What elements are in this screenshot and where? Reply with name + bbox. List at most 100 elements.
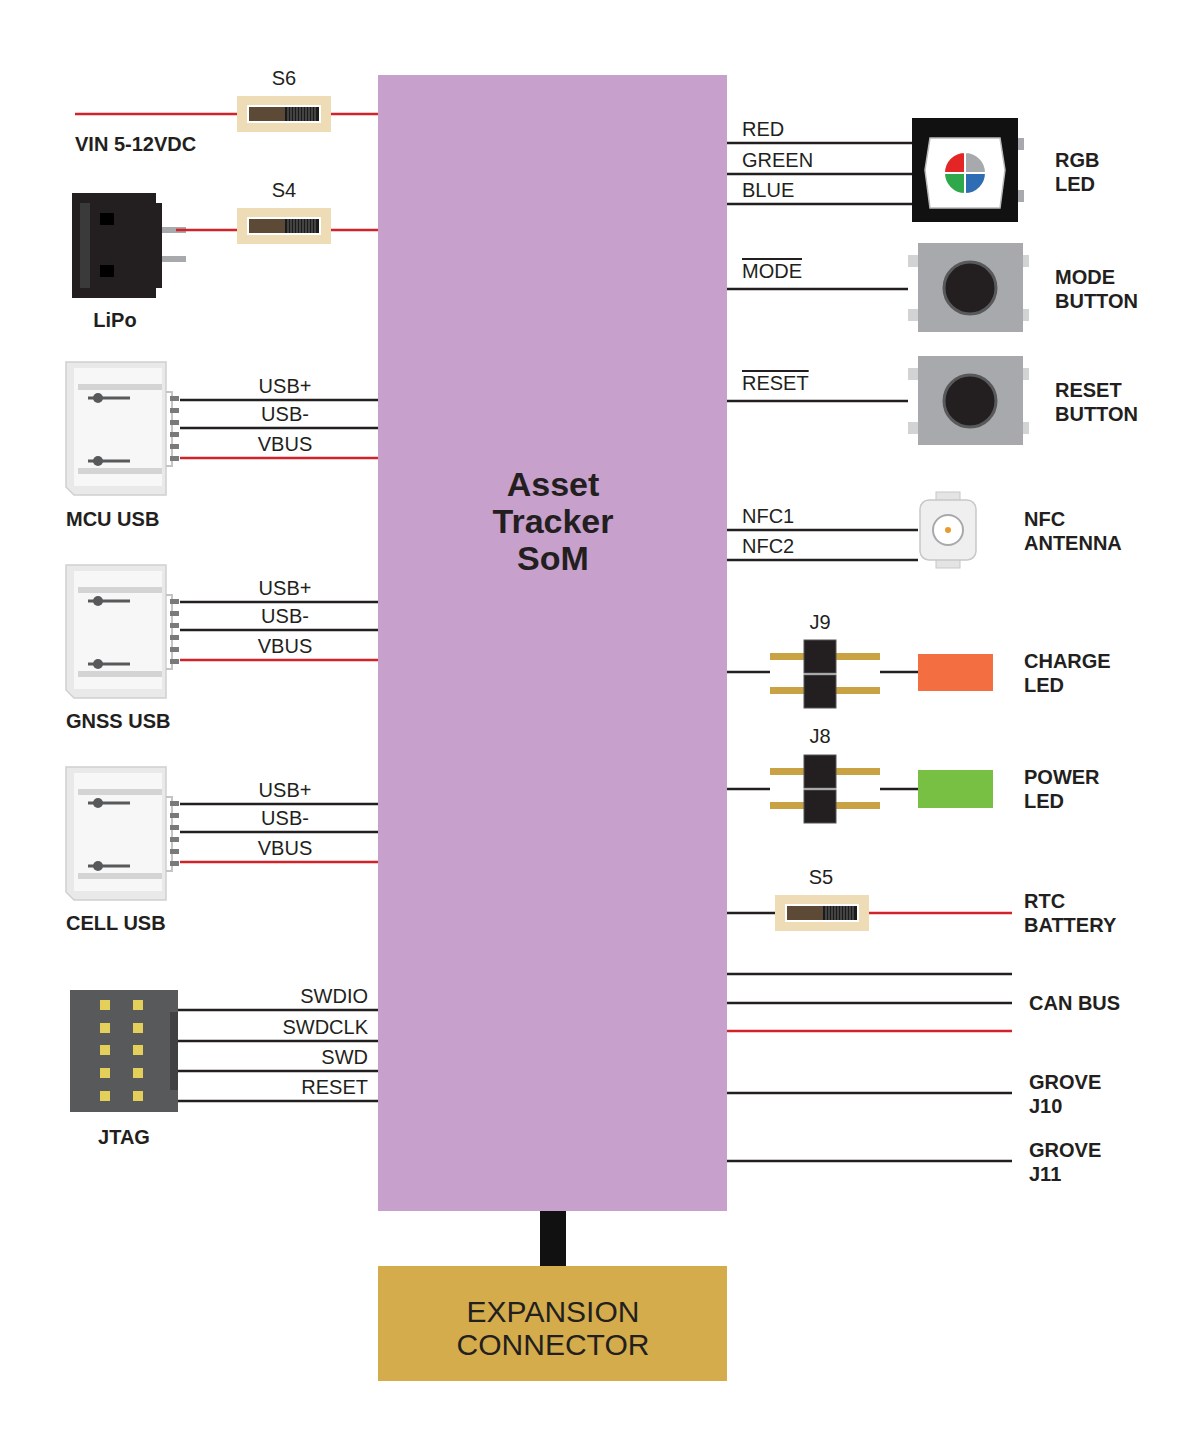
jumper-symbol <box>770 640 880 708</box>
signal-name: USB+ <box>259 375 312 397</box>
wire <box>178 1040 378 1043</box>
port-label: RTC BATTERY <box>1024 889 1116 937</box>
bus-wire <box>727 973 1012 976</box>
signal-name: USB- <box>261 403 309 425</box>
signal-name: SWDIO <box>300 985 368 1007</box>
input-label: VIN 5-12VDC <box>75 132 196 156</box>
antenna-connector: NFC ANTENNA <box>918 492 978 568</box>
signal-name: NFC1 <box>742 505 794 527</box>
component-label: CHARGE LED <box>1024 649 1111 697</box>
push-button: RESET BUTTON <box>908 356 1023 445</box>
expansion-connector: EXPANSION CONNECTOR <box>378 1266 727 1381</box>
slide-switch <box>775 895 869 931</box>
wire <box>180 427 378 430</box>
signal-name: USB- <box>261 807 309 829</box>
wire <box>180 803 378 806</box>
slide-switch: S5 <box>775 895 869 931</box>
component-label: POWER LED <box>1024 765 1100 813</box>
power-wire <box>869 912 1012 915</box>
signal-name: USB+ <box>259 577 312 599</box>
component-label: S4 <box>272 178 296 202</box>
signal-name: NFC2 <box>742 535 794 557</box>
wire <box>727 529 918 532</box>
port-label: GROVE J11 <box>1029 1138 1101 1186</box>
component-label: RGB LED <box>1055 148 1099 196</box>
box-title: EXPANSION CONNECTOR <box>457 1295 650 1361</box>
wire <box>331 229 378 232</box>
component-label: S5 <box>809 865 833 889</box>
signal-name: RESET <box>742 372 809 394</box>
signal-name: USB- <box>261 605 309 627</box>
grove-wire <box>727 1160 1012 1163</box>
antenna-connector <box>920 492 976 568</box>
grove-wire <box>727 1092 1012 1095</box>
connector-stem <box>540 1211 566 1266</box>
jtag-header <box>70 990 178 1112</box>
component-label: LiPo <box>93 308 136 332</box>
jtag-header: JTAG <box>70 990 178 1112</box>
rgb-led-symbol <box>912 118 1024 222</box>
wire <box>727 912 775 915</box>
power-wire <box>75 113 237 116</box>
bus-wire <box>727 1030 1012 1033</box>
slide-switch: S4 <box>237 208 331 244</box>
signal-name: MODE <box>742 260 802 282</box>
wire <box>880 788 918 791</box>
signal-name: USB+ <box>259 779 312 801</box>
battery-connector: LiPo <box>72 193 176 298</box>
signal-name: SWD <box>321 1046 368 1068</box>
jumper: J8 <box>770 755 880 823</box>
usb-connector <box>66 565 179 698</box>
wire <box>180 457 378 460</box>
rgb-led: RGB LED <box>912 118 1018 222</box>
component-label: J8 <box>809 724 830 748</box>
wire <box>178 1100 378 1103</box>
wire <box>178 1009 378 1012</box>
signal-name: SWDCLK <box>282 1016 368 1038</box>
signal-name: RESET <box>301 1076 368 1098</box>
component-label: JTAG <box>98 1125 150 1149</box>
jumper: J9 <box>770 640 880 708</box>
wire <box>727 142 912 145</box>
component-label: GNSS USB <box>66 709 170 733</box>
module-box: Asset Tracker SoM <box>378 75 727 1211</box>
wire <box>180 601 378 604</box>
button-symbol <box>908 356 1029 445</box>
wire <box>727 173 912 176</box>
wire <box>180 861 378 864</box>
wire <box>727 559 918 562</box>
component-label: MODE BUTTON <box>1055 265 1138 313</box>
wire <box>727 788 770 791</box>
slide-switch: S6 <box>237 96 331 132</box>
component-label: S6 <box>272 66 296 90</box>
indicator-led: CHARGE LED <box>918 654 993 691</box>
wire <box>180 659 378 662</box>
signal-name: BLUE <box>742 179 794 201</box>
wire <box>331 113 378 116</box>
wire <box>180 629 378 632</box>
usb-connector <box>66 767 179 900</box>
signal-name: VBUS <box>258 837 312 859</box>
push-button: MODE BUTTON <box>908 243 1023 332</box>
wire <box>176 229 237 232</box>
bus-wire <box>727 1002 1012 1005</box>
wire <box>178 1070 378 1073</box>
slide-switch <box>237 208 331 244</box>
component-label: MCU USB <box>66 507 159 531</box>
jumper-symbol <box>770 755 880 823</box>
box-title: Asset Tracker SoM <box>493 466 614 577</box>
button-symbol <box>908 243 1029 332</box>
battery-connector <box>72 193 186 298</box>
usb-connector <box>66 362 179 495</box>
slide-switch <box>237 96 331 132</box>
component-label: J9 <box>809 610 830 634</box>
wire <box>727 400 908 403</box>
component-label: RESET BUTTON <box>1055 378 1138 426</box>
usb-connector: GNSS USB <box>66 565 180 698</box>
signal-name: VBUS <box>258 635 312 657</box>
usb-connector: MCU USB <box>66 362 180 495</box>
wire <box>727 671 770 674</box>
component-label: NFC ANTENNA <box>1024 507 1122 555</box>
port-label: CAN BUS <box>1029 991 1120 1015</box>
